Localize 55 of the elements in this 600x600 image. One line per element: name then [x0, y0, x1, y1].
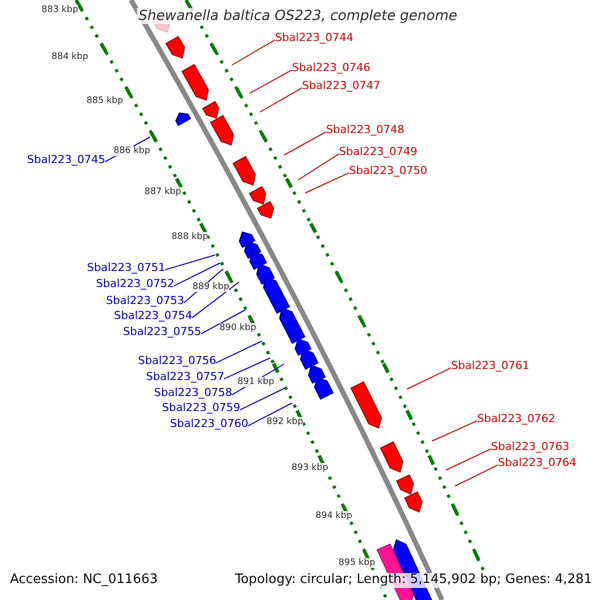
scale-label: 893 kbp	[292, 463, 328, 474]
scale-label: 894 kbp	[316, 511, 352, 522]
scale-label: 883 kbp	[42, 5, 78, 16]
leader-line	[216, 340, 262, 364]
leader-line	[164, 254, 216, 270]
gene-label: Sbal223_0763	[491, 440, 570, 454]
scale-label: 889 kbp	[192, 282, 230, 292]
leader-line	[200, 310, 246, 334]
gene-label: Sbal223_0745	[27, 154, 106, 166]
scale-label: 892 kbp	[266, 417, 304, 428]
diagram-title: Shewanella baltica OS223, complete genome	[136, 8, 460, 24]
leader-line	[232, 39, 276, 66]
leader-line	[406, 367, 452, 390]
scale-label: 884 kbp	[52, 52, 88, 62]
gene-label: Sbal223_0752	[96, 278, 174, 290]
gene-label: Sbal223_0764	[498, 456, 576, 470]
gene-label: Sbal223_0759	[162, 402, 240, 414]
gene-label: Sbal223_0754	[114, 310, 192, 322]
leader-line	[284, 131, 326, 156]
leader-line	[240, 388, 286, 410]
gene-label: Sbal223_0760	[170, 418, 248, 430]
scale-label: 888 kbp	[172, 232, 208, 242]
gene-label: Sbal223_0755	[123, 326, 202, 338]
gene-label: Sbal223_0758	[154, 386, 232, 400]
scale-label: 890 kbp	[220, 323, 256, 334]
leader-line	[446, 448, 492, 470]
gene-label: Sbal223_0746	[292, 62, 370, 74]
leader-line	[454, 464, 498, 486]
scale-label: 895 kbp	[338, 558, 376, 568]
accession-text: Accession: NC_011663	[10, 573, 158, 588]
gene-label: Sbal223_0744	[275, 32, 354, 44]
gene-label: Sbal223_0747	[302, 80, 380, 92]
scale-label: 887 kbp	[144, 187, 182, 198]
leader-line	[248, 402, 292, 426]
gene-label: Sbal223_0757	[146, 370, 224, 384]
gene-label: Sbal223_0762	[477, 412, 556, 426]
gene-label: Sbal223_0753	[106, 294, 184, 308]
leader-line	[174, 262, 220, 286]
scale-label: 891 kbp	[238, 377, 274, 388]
gene-label: Sbal223_0751	[87, 262, 166, 274]
leader-line	[304, 172, 350, 194]
leader-line	[432, 420, 478, 442]
gene-label: Sbal223_0750	[349, 164, 428, 178]
gene-label: Sbal223_0756	[138, 354, 216, 368]
leader-line	[260, 87, 302, 112]
scale-label: 886 kbp	[114, 146, 150, 156]
genome-summary: Topology: circular; Length: 5,145,902 bp; Genes: 4,281	[235, 573, 592, 588]
gene-label: Sbal223_0761	[451, 360, 530, 372]
gene-label: Sbal223_0748	[326, 124, 404, 136]
leader-line	[224, 358, 270, 380]
leader-line	[192, 282, 240, 318]
leader-line	[250, 69, 292, 94]
leader-line	[298, 153, 340, 180]
gene-label: Sbal223_0749	[339, 146, 418, 158]
scale-label: 885 kbp	[86, 96, 124, 106]
